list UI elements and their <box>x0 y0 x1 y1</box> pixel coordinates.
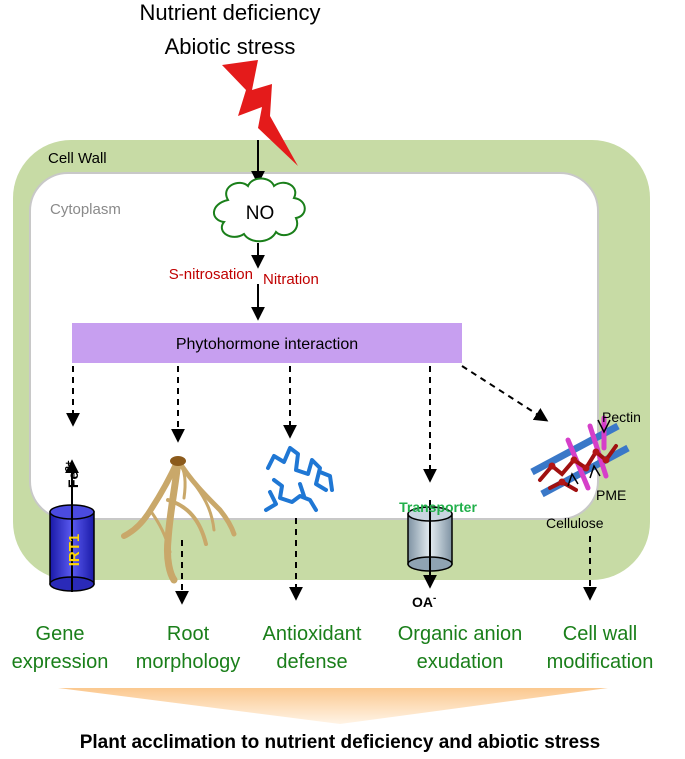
lightning-bolt-icon <box>222 60 298 166</box>
transporter-label: Transporter <box>399 499 477 515</box>
outcome-root-line1: Root <box>167 623 210 645</box>
cell-wall-label: Cell Wall <box>48 150 107 167</box>
outcome-gene-expression: Gene expression <box>12 623 109 673</box>
outcome-antioxidant-line2: defense <box>276 651 347 673</box>
phytohormone-label: Phytohormone interaction <box>176 336 358 353</box>
no-cloud-icon <box>213 177 306 243</box>
nitration-label: Nitration <box>263 271 319 288</box>
irt1-transporter <box>49 459 95 592</box>
irt1-label: IRT1 <box>66 534 83 567</box>
pectin-label: Pectin <box>602 409 641 425</box>
outcome-gene-line2: expression <box>12 651 109 673</box>
organic-anion-transporter <box>407 500 453 589</box>
outcome-gene-line1: Gene <box>36 623 85 645</box>
outcome-organic-line1: Organic anion <box>398 623 523 645</box>
outcome-cell-wall-modification: Cell wall modification <box>547 623 654 673</box>
outcome-cellwall-line1: Cell wall <box>563 623 637 645</box>
oa-label: OA- <box>412 593 436 610</box>
outcome-organic-line2: exudation <box>417 651 504 673</box>
stimulus-nutrient-deficiency: Nutrient deficiency <box>140 0 321 25</box>
antioxidant-molecule-icon <box>264 446 334 512</box>
pme-label: PME <box>596 487 626 503</box>
cellulose-label: Cellulose <box>546 515 604 531</box>
no-label: NO <box>246 203 275 224</box>
s-nitrosation-label: S-nitrosation <box>169 266 253 283</box>
outcome-antioxidant-defense: Antioxidant defense <box>263 623 362 673</box>
outcome-organic-anion-exudation: Organic anion exudation <box>398 623 523 673</box>
phytohormone-bar <box>72 323 462 363</box>
outcome-cellwall-line2: modification <box>547 651 654 673</box>
cytoplasm-label: Cytoplasm <box>50 201 121 218</box>
stimulus-abiotic-stress: Abiotic stress <box>165 34 296 59</box>
outcome-root-line2: morphology <box>136 651 241 673</box>
fe-label: Fe2+ <box>64 460 81 488</box>
conclusion-text: Plant acclimation to nutrient deficiency… <box>80 732 601 753</box>
dashed-arrow-cell-wall <box>461 365 549 422</box>
root-icon <box>121 456 237 584</box>
outcome-antioxidant-line1: Antioxidant <box>263 623 362 645</box>
cellulose-pectin-icon <box>530 415 630 498</box>
outcome-root-morphology: Root morphology <box>136 623 241 673</box>
conclusion-arrow <box>58 688 608 724</box>
